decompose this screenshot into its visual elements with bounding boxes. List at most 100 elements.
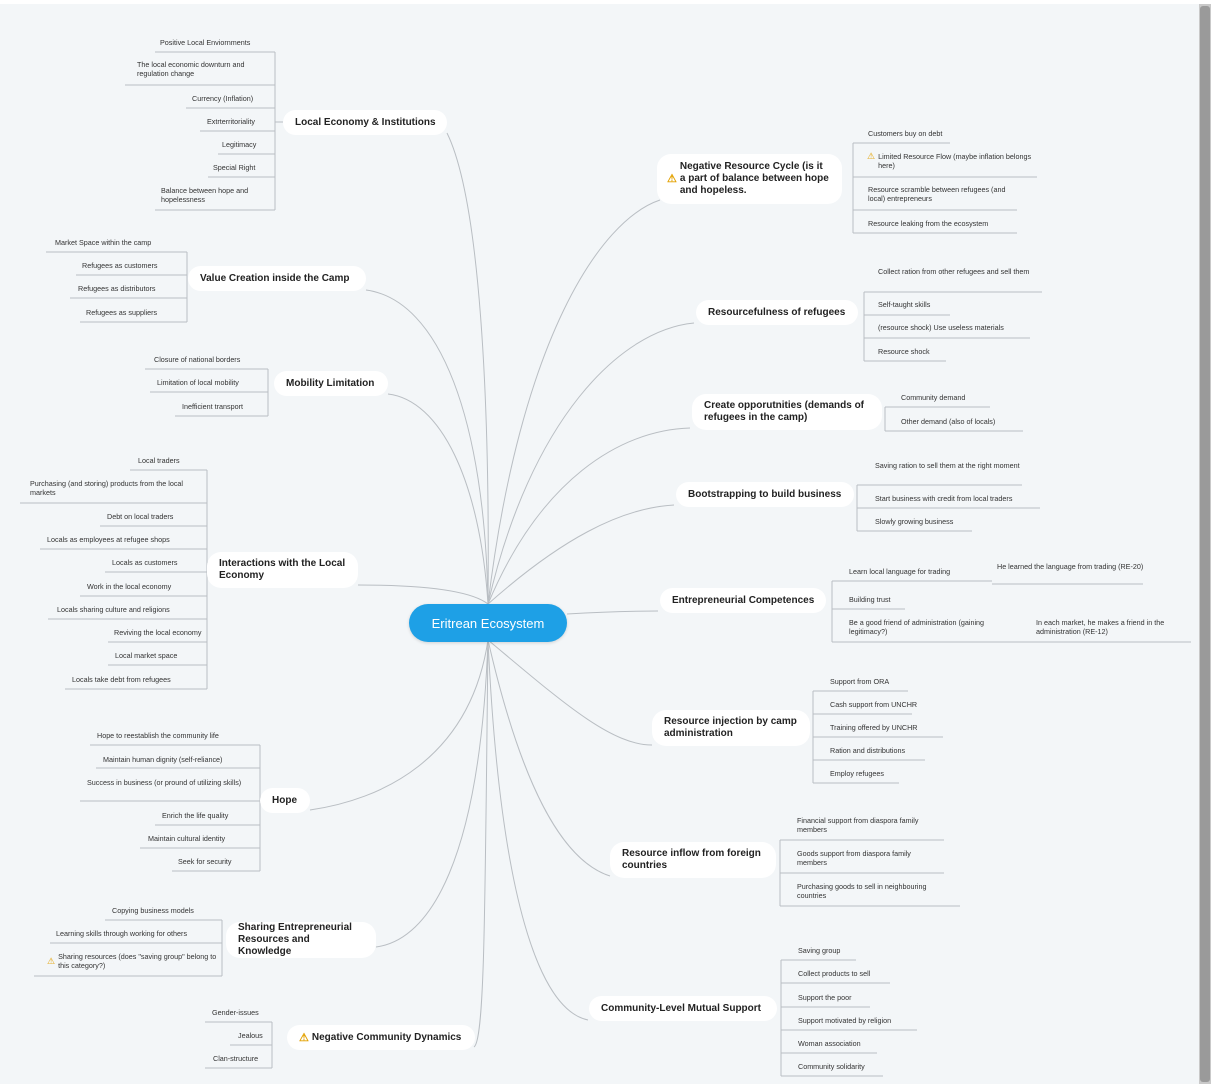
leaf-item[interactable]: Cash support from UNCHR <box>830 700 918 709</box>
leaf-item[interactable]: Clan-structure <box>213 1054 259 1063</box>
leaf-item-with-warning[interactable]: ⚠Sharing resources (does "saving group" … <box>47 952 225 970</box>
leaf-item[interactable]: Support from ORA <box>830 677 890 686</box>
leaf-item[interactable]: Refugees as suppliers <box>86 308 158 317</box>
leaf-item[interactable]: Locals sharing culture and religions <box>57 605 170 614</box>
branch-negative-resource-cycle[interactable]: ⚠Negative Resource Cycle (is it a part o… <box>657 154 842 204</box>
leaf-item[interactable]: Collect products to sell <box>798 969 871 978</box>
leaf-item[interactable]: Locals as customers <box>112 558 178 567</box>
sub-leaf-item[interactable]: In each market, he makes a friend in the… <box>1036 618 1165 636</box>
leaf-item[interactable]: Training offered by UNCHR <box>830 723 918 732</box>
leaf-item[interactable]: Purchasing (and storing) products from t… <box>30 479 184 497</box>
leaf-item[interactable]: Enrich the life quality <box>162 811 229 820</box>
sub-leaf-item[interactable]: He learned the language from trading (RE… <box>997 562 1144 571</box>
branch-value-creation[interactable]: Value Creation inside the Camp <box>188 266 366 291</box>
branch-label: Sharing Entrepreneurial Resources and Kn… <box>238 922 352 957</box>
leaf-item[interactable]: Ration and distributions <box>830 746 906 755</box>
branch-interactions-local-economy[interactable]: Interactions with the Local Economy <box>207 552 358 588</box>
leaf-item[interactable]: Support the poor <box>798 993 852 1002</box>
branch-local-economy[interactable]: Local Economy & Institutions <box>283 110 447 135</box>
leaf-item[interactable]: Maintain cultural identity <box>148 834 226 843</box>
central-topic[interactable]: Eritrean Ecosystem <box>409 604 567 642</box>
leaf-item[interactable]: Slowly growing business <box>875 517 954 526</box>
leaf-item[interactable]: Purchasing goods to sell in neighbouring… <box>797 882 927 900</box>
branch-entrepreneurial-competences[interactable]: Entrepreneurial Competences <box>660 588 826 613</box>
leaf-item[interactable]: Start business with credit from local tr… <box>875 494 1013 503</box>
branch-label: Resource injection by camp administratio… <box>664 716 797 739</box>
leaf-item[interactable]: Balance between hope and hopelessness <box>161 186 249 204</box>
leaf-item[interactable]: Debt on local traders <box>107 512 174 521</box>
leaf-item[interactable]: Jealous <box>238 1031 263 1040</box>
leaf-item[interactable]: Saving group <box>798 946 841 955</box>
leaf-item[interactable]: Reviving the local economy <box>114 628 202 637</box>
leaf-item[interactable]: Be a good friend of administration (gain… <box>849 618 985 636</box>
leaf-item[interactable]: Positive Local Enviornments <box>160 38 251 47</box>
leaf-item[interactable]: Learning skills through working for othe… <box>56 929 188 938</box>
branch-resource-inflow[interactable]: Resource inflow from foreign countries <box>610 842 776 878</box>
leaf-item[interactable]: Success in business (or pround of utiliz… <box>87 778 242 787</box>
leaf-item[interactable]: Currency (Inflation) <box>192 94 254 103</box>
leaf-item[interactable]: Gender-issues <box>212 1008 259 1017</box>
leaf-item[interactable]: Customers buy on debt <box>868 129 943 138</box>
leaf-item[interactable]: Locals take debt from refugees <box>72 675 171 684</box>
scrollbar-thumb[interactable] <box>1200 6 1210 1082</box>
leaf-item[interactable]: Resource shock <box>878 347 930 356</box>
leaf-item[interactable]: Employ refugees <box>830 769 884 778</box>
leaf-item[interactable]: Local market space <box>115 651 178 660</box>
leaf-item[interactable]: (resource shock) Use useless materials <box>878 323 1004 332</box>
warning-icon: ⚠ <box>867 151 876 161</box>
leaf-item[interactable]: Maintain human dignity (self-reliance) <box>103 755 223 764</box>
leaf-item[interactable]: Work in the local economy <box>87 582 172 591</box>
leaf-item[interactable]: Copying business models <box>112 906 194 915</box>
branch-bootstrapping[interactable]: Bootstrapping to build business <box>676 482 854 507</box>
leaf-item[interactable]: The local economic downturn and regulati… <box>137 60 245 78</box>
top-bar <box>0 0 1211 4</box>
branch-resource-injection[interactable]: Resource injection by camp administratio… <box>652 710 810 746</box>
branch-mobility[interactable]: Mobility Limitation <box>274 371 388 396</box>
leaf-item[interactable]: Extrterritoriality <box>207 117 255 126</box>
leaf-item[interactable]: Support motivated by religion <box>798 1016 892 1025</box>
leaf-item[interactable]: Market Space within the camp <box>55 238 152 247</box>
leaf-item[interactable]: Refugees as customers <box>82 261 158 270</box>
leaf-item[interactable]: Refugees as distributors <box>78 284 156 293</box>
branch-community-mutual-support[interactable]: Community-Level Mutual Support <box>589 996 777 1021</box>
branch-create-opportunities[interactable]: Create opporutnities (demands of refugee… <box>692 394 882 430</box>
leaf-item[interactable]: Saving ration to sell them at the right … <box>875 461 1020 470</box>
branch-sharing-resources[interactable]: Sharing Entrepreneurial Resources and Kn… <box>226 922 376 958</box>
leaf-item[interactable]: Legitimacy <box>222 140 257 149</box>
branch-label: Value Creation inside the Camp <box>200 272 350 284</box>
leaf-item[interactable]: Learn local language for trading <box>849 567 951 576</box>
leaf-item[interactable]: Collect ration from other refugees and s… <box>878 267 1030 276</box>
leaf-item[interactable]: Financial support from diaspora family m… <box>797 816 919 834</box>
leaf-item-with-warning[interactable]: ⚠Limited Resource Flow (maybe inflation … <box>867 151 1037 171</box>
branch-hope[interactable]: Hope <box>260 788 310 813</box>
leaf-item[interactable]: Seek for security <box>178 857 232 866</box>
leaf-item[interactable]: Inefficient transport <box>182 402 243 411</box>
leaf-item[interactable]: Limitation of local mobility <box>157 378 239 387</box>
leaf-label: Limited Resource Flow (maybe inflation b… <box>878 152 1032 170</box>
branch-label: Local Economy & Institutions <box>295 116 436 128</box>
leaf-item[interactable]: Goods support from diaspora family membe… <box>797 849 911 867</box>
branch-label: Bootstrapping to build business <box>688 488 842 500</box>
leaf-item[interactable]: Resource leaking from the ecosystem <box>868 219 989 228</box>
leaf-item[interactable]: Closure of national borders <box>154 355 241 364</box>
branch-label: Create opporutnities (demands of refugee… <box>704 400 865 423</box>
leaf-item[interactable]: Community demand <box>901 393 966 402</box>
leaf-item[interactable]: Local traders <box>138 456 180 465</box>
leaf-item[interactable]: Other demand (also of locals) <box>901 417 996 426</box>
warning-icon: ⚠ <box>667 173 677 185</box>
leaf-item[interactable]: Self-taught skills <box>878 300 931 309</box>
leaf-item[interactable]: Resource scramble between refugees (and … <box>868 185 1006 203</box>
leaf-item[interactable]: Building trust <box>849 595 891 604</box>
leaf-item[interactable]: Special Right <box>213 163 256 172</box>
warning-icon: ⚠ <box>47 955 56 966</box>
leaf-item[interactable]: Woman association <box>798 1039 861 1048</box>
leaf-item[interactable]: Locals as employees at refugee shops <box>47 535 170 544</box>
leaf-item[interactable]: Hope to reestablish the community life <box>97 731 219 740</box>
branch-resourcefulness[interactable]: Resourcefulness of refugees <box>696 300 858 325</box>
branch-label: Mobility Limitation <box>286 377 375 389</box>
branch-label: Resource inflow from foreign countries <box>622 848 761 871</box>
leaf-item[interactable]: Community solidarity <box>798 1062 865 1071</box>
branch-negative-community[interactable]: ⚠Negative Community Dynamics <box>287 1025 475 1050</box>
